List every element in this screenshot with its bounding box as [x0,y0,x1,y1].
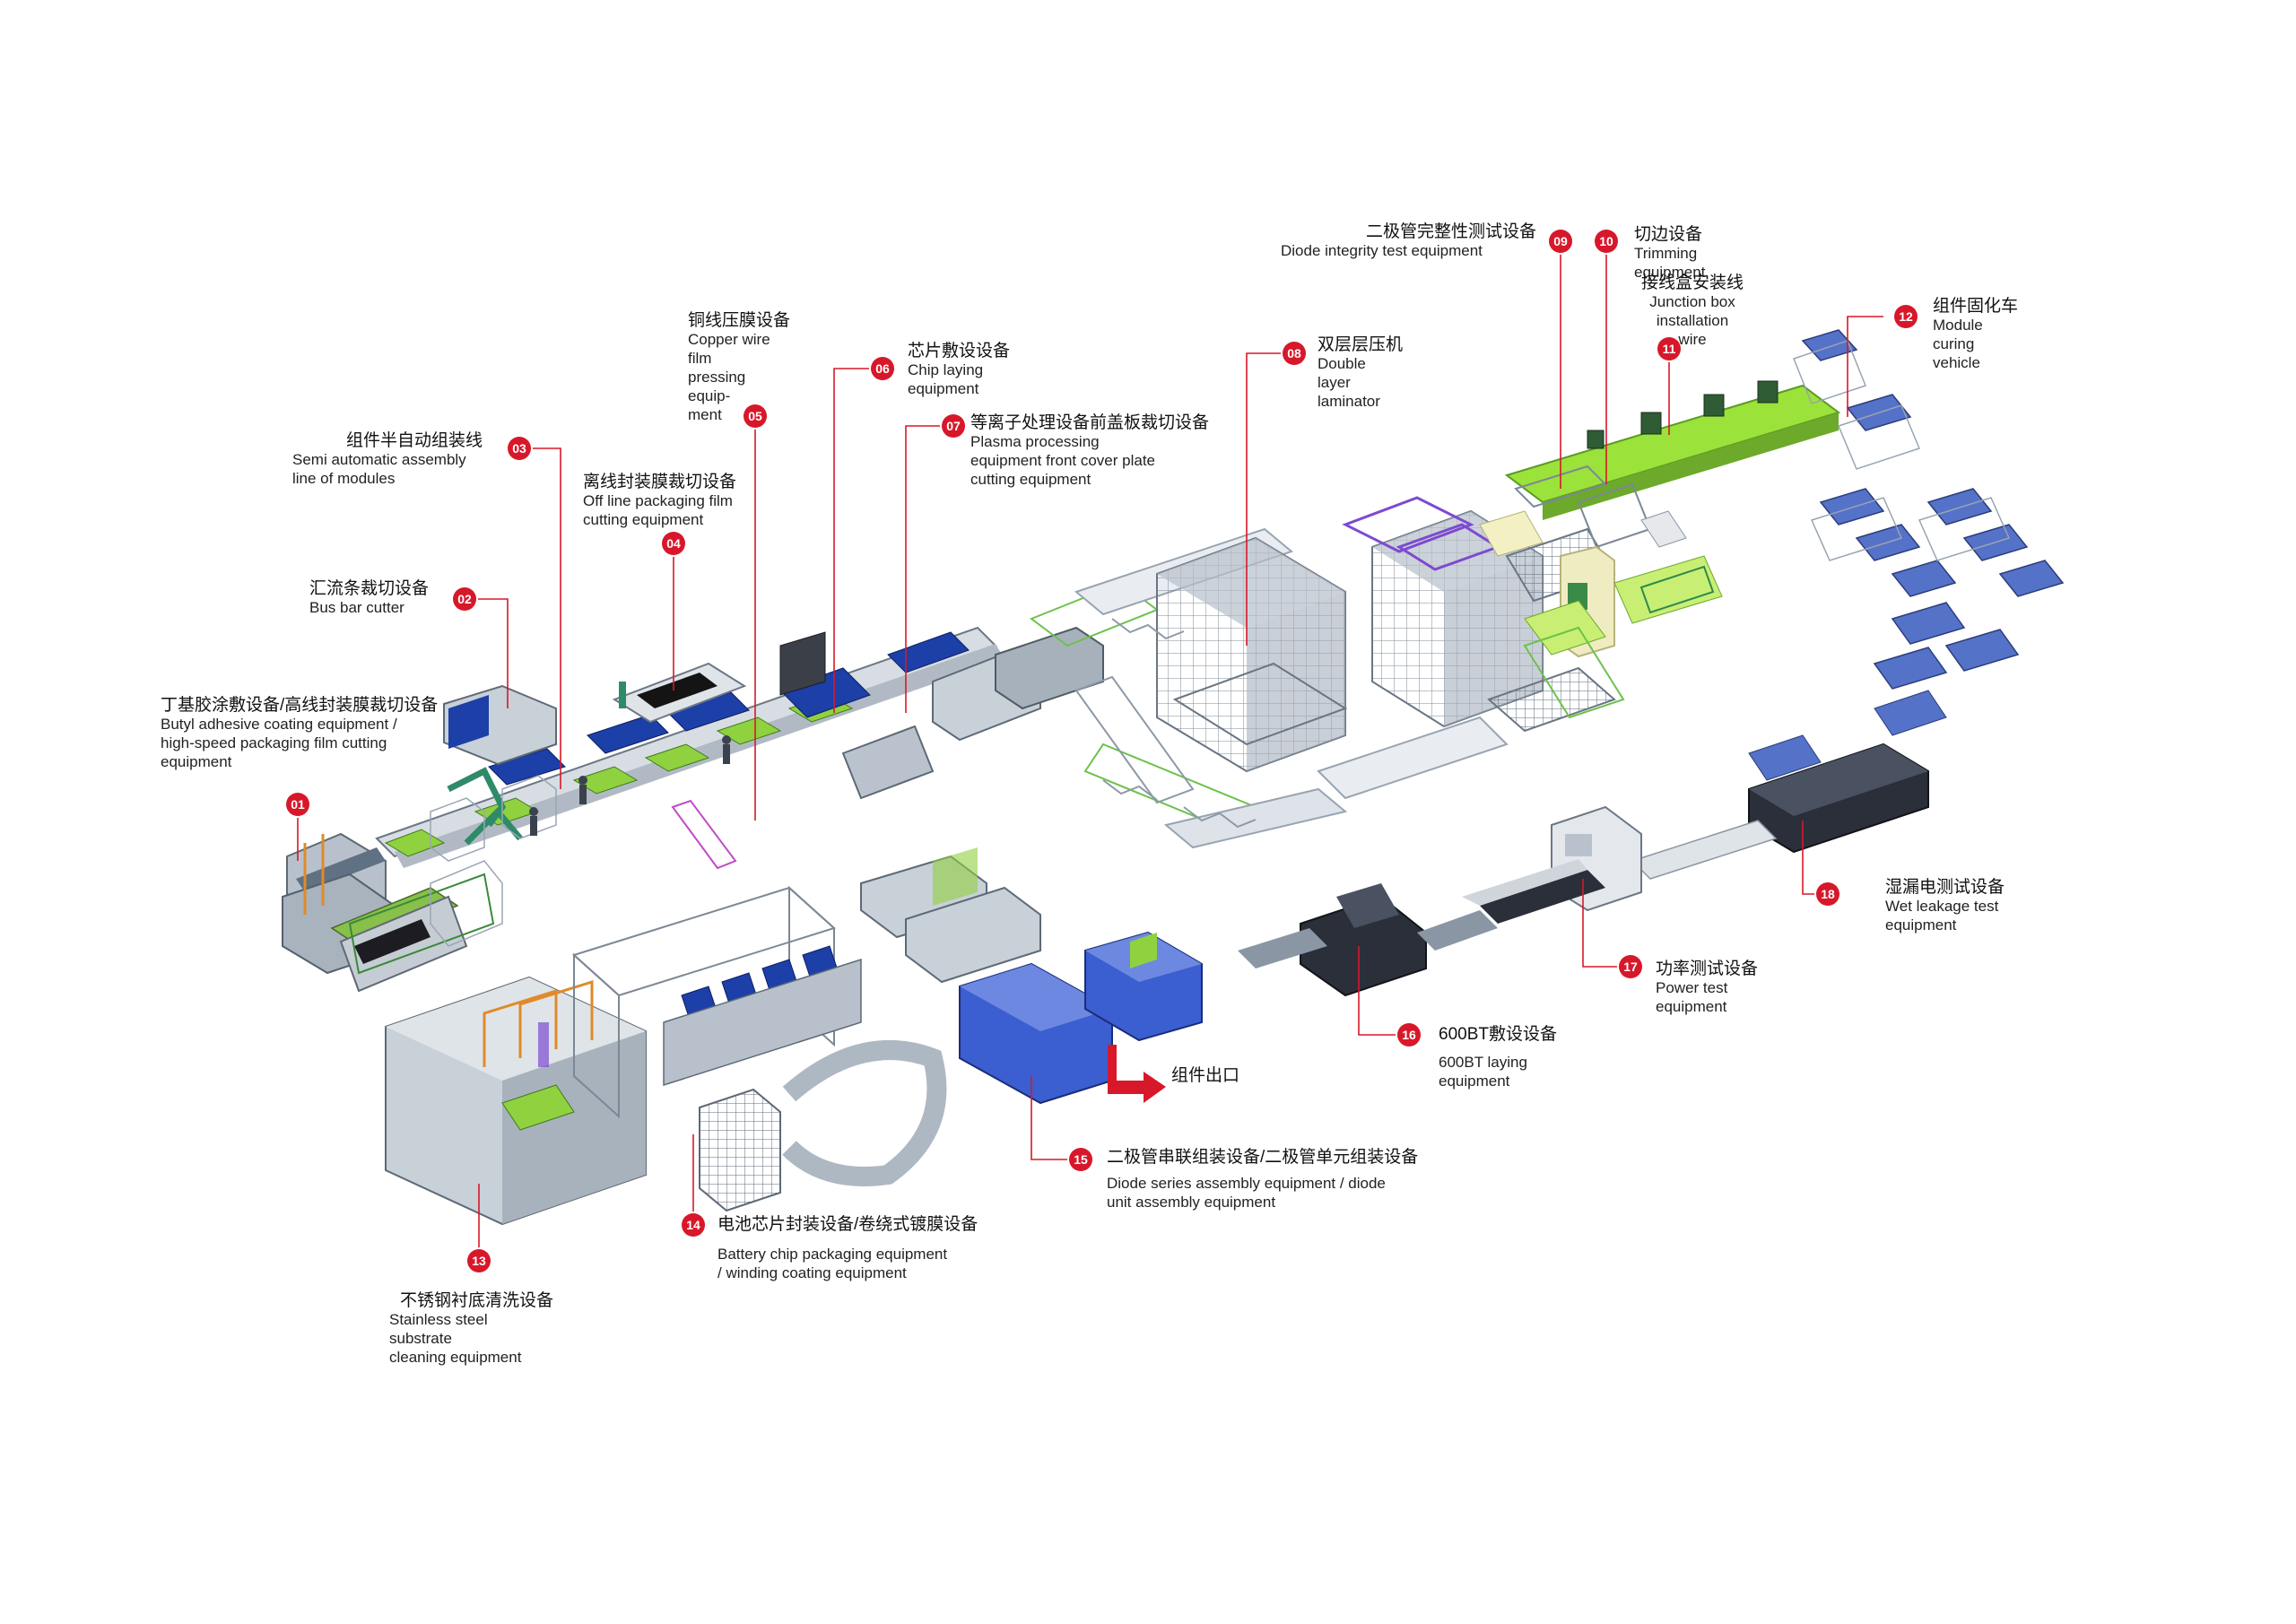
label-06-en: Chip laying equipment [908,361,984,397]
marker-16: 16 [1397,1023,1421,1046]
label-13-en: Stainless steel substrate cleaning equip… [389,1311,522,1366]
label-09-zh: 二极管完整性测试设备 [1366,222,1537,241]
marker-14: 14 [682,1213,705,1237]
label-06-zh: 芯片敷设设备 [908,342,1011,360]
label-13-zh: 不锈钢衬底清洗设备 [400,1291,554,1310]
label-07-en: Plasma processing equipment front cover … [970,433,1156,488]
assembly-line-left [282,626,1104,993]
label-03-en: Semi automatic assembly line of modules [292,451,466,487]
marker-03: 03 [508,437,531,460]
test-line [1238,690,1947,997]
label-11-en: Junction box installation wire [1649,293,1735,348]
junction-box-line [1479,380,1841,719]
label-16-zh: 600BT敷设设备 [1439,1025,1557,1044]
label-02-en: Bus bar cutter [309,599,404,616]
label-10-zh: 切边设备 [1634,225,1703,244]
label-02-zh: 汇流条裁切设备 [309,579,430,598]
label-08-zh: 双层层压机 [1318,335,1404,354]
marker-10: 10 [1595,230,1618,253]
marker-15: 15 [1069,1148,1092,1171]
label-01-en: Butyl adhesive coating equipment / high-… [161,716,397,770]
label-16-en: 600BT laying equipment [1439,1054,1527,1090]
marker-13: 13 [467,1249,491,1272]
marker-05: 05 [744,404,767,428]
label-18-zh: 湿漏电测试设备 [1885,878,2005,897]
label-04-en: Off line packaging film cutting equipmen… [583,492,733,528]
label-05-zh: 铜线压膜设备 [688,311,791,330]
label-17-zh: 功率测试设备 [1656,960,1759,978]
label-05-en: Copper wire film pressing equip- ment [688,331,770,423]
label-14-zh: 电池芯片封装设备/卷绕式镀膜设备 [718,1215,978,1234]
label-03-zh: 组件半自动组装线 [346,431,483,450]
leader-lines [297,241,1883,1261]
marker-08: 08 [1283,342,1306,365]
label-07-zh: 等离子处理设备前盖板裁切设备 [970,413,1210,432]
label-01-zh: 丁基胶涂敷设备/高线封装膜裁切设备 [161,696,439,715]
label-12-zh: 组件固化车 [1933,297,2019,316]
label-18-en: Wet leakage test equipment [1885,898,1999,934]
label-08-en: Double layer laminator [1318,355,1380,410]
marker-18: 18 [1816,882,1839,906]
label-04-zh: 离线封装膜裁切设备 [583,473,737,491]
marker-01: 01 [286,793,309,816]
marker-04: 04 [662,532,685,555]
marker-02: 02 [453,587,476,611]
marker-17: 17 [1619,955,1642,978]
marker-06: 06 [871,357,894,380]
label-12-en: Module curing vehicle [1933,317,1983,371]
exit-label: 组件出口 [1171,1066,1240,1085]
label-15-zh: 二极管串联组装设备/二极管单元组装设备 [1107,1148,1419,1167]
marker-12: 12 [1894,305,1918,328]
label-10-en: Trimming equipment [1634,245,1706,281]
bottom-cluster [385,847,1203,1226]
laminator-area [1029,496,1616,849]
marker-07: 07 [942,414,965,438]
marker-09: 09 [1549,230,1572,253]
marker-11: 11 [1657,337,1681,360]
label-15-en: Diode series assembly equipment / diode … [1107,1175,1386,1211]
label-11-zh: 接线盒安装线 [1641,274,1744,292]
exit-arrow-icon [1108,1045,1166,1103]
curing-vehicles [1793,329,2065,690]
label-17-en: Power test equipment [1656,979,1728,1015]
label-09-en: Diode integrity test equipment [1281,242,1483,259]
label-14-en: Battery chip packaging equipment / windi… [718,1246,948,1281]
